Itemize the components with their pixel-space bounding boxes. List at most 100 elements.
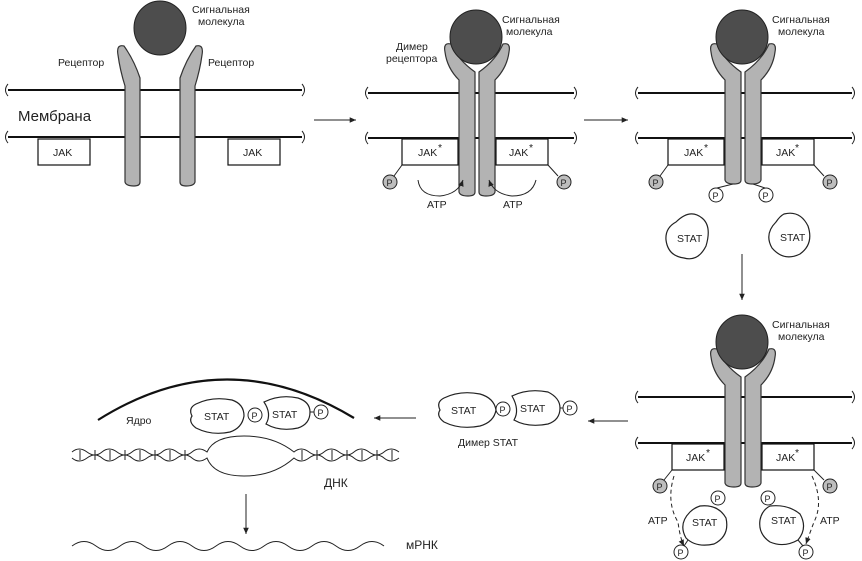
phosphate-label: P bbox=[763, 191, 769, 201]
phosphate-receptor-right bbox=[760, 490, 776, 506]
nucleus-phosphate-right bbox=[313, 404, 329, 420]
receptor-right bbox=[744, 43, 776, 185]
membrane-break-left-bottom bbox=[635, 131, 639, 145]
jak-box-right bbox=[227, 138, 281, 166]
jak-active-star-right: * bbox=[795, 447, 799, 459]
stat-protein-right bbox=[768, 212, 811, 258]
phosphate-label: P bbox=[653, 178, 659, 188]
phosphate-label: P bbox=[803, 548, 809, 558]
signal-molecule bbox=[449, 9, 503, 65]
phosphate-label: P bbox=[252, 411, 258, 421]
stat-protein-left bbox=[682, 505, 728, 546]
stat-dimer-label: Димер STAT bbox=[458, 437, 519, 449]
nucleus-group: Ядро STAT P STAT P ДНК bbox=[71, 378, 400, 490]
membrane-break-left-bottom bbox=[365, 131, 369, 145]
phosphate-link-left bbox=[659, 164, 669, 177]
receptor-dimer-label-line1: Димер bbox=[396, 41, 428, 53]
jak-box-left bbox=[667, 138, 725, 166]
jak-label-left: JAK bbox=[686, 452, 705, 464]
phosphate-label: P bbox=[715, 494, 721, 504]
phosphate-receptor-right bbox=[758, 187, 774, 203]
jak-active-star-right: * bbox=[529, 142, 533, 154]
phosphate-label: P bbox=[678, 548, 684, 558]
signal-molecule-label-line2: молекула bbox=[778, 26, 825, 38]
nuclear-envelope bbox=[97, 378, 355, 421]
membrane-break-right-top bbox=[851, 86, 855, 100]
stat-label-left: STAT bbox=[677, 233, 703, 245]
phosphate-jak-left bbox=[652, 478, 668, 494]
membrane-break-right-bottom bbox=[573, 131, 577, 145]
phosphate-link-right bbox=[547, 164, 559, 177]
phosphate-label: P bbox=[827, 482, 833, 492]
membrane-break-right-top bbox=[851, 390, 855, 404]
jak-box-left bbox=[671, 443, 725, 471]
jak-box-right bbox=[495, 138, 549, 166]
stat-dimer-phosphate-left bbox=[495, 401, 511, 417]
phosphate-label: P bbox=[765, 494, 771, 504]
jak-active-star-left: * bbox=[704, 142, 708, 154]
dna-base-pairs bbox=[79, 450, 393, 460]
phosphate-label: P bbox=[500, 405, 506, 415]
jak-box-right bbox=[761, 443, 815, 471]
panel-1-inactive-receptor: Мембрана Сигнальная молекула Рецептор Ре… bbox=[5, 0, 305, 187]
nucleus-stat-label-right: STAT bbox=[272, 409, 298, 421]
stat-dimer-phosphate-right bbox=[562, 400, 578, 416]
jak-label-left: JAK bbox=[418, 147, 437, 159]
stat-protein-left bbox=[665, 213, 709, 260]
membrane-break-left-bottom bbox=[635, 436, 639, 450]
phosphate-left bbox=[382, 174, 398, 190]
receptor-label-right: Рецептор bbox=[208, 57, 254, 69]
phosphate-link-receptor-left bbox=[716, 183, 734, 189]
phosphate-link-left bbox=[393, 164, 403, 177]
nucleus-stat-left bbox=[190, 398, 245, 434]
stat-dimer-protein-right bbox=[511, 390, 561, 426]
receptor-right bbox=[179, 45, 203, 187]
signal-molecule bbox=[133, 0, 187, 56]
phosphate-receptor-left bbox=[710, 490, 726, 506]
membrane-label: Мембрана bbox=[18, 108, 92, 125]
membrane-break-right-bottom bbox=[851, 131, 855, 145]
panel-4-stat-phosphorylation: Сигнальная молекула JAK * JAK * P P P P … bbox=[635, 314, 855, 560]
atp-label-right: ATP bbox=[820, 515, 840, 527]
phosphate-jak-right bbox=[822, 478, 838, 494]
signal-molecule-label-line2: молекула bbox=[778, 331, 825, 343]
phosphate-link-left bbox=[663, 469, 673, 481]
phosphate-label-right: P bbox=[561, 178, 567, 188]
stat-dimer-group: STAT P STAT P Димер STAT bbox=[438, 390, 578, 449]
phosphate-link-stat-left bbox=[683, 539, 689, 547]
receptor-right bbox=[744, 348, 776, 488]
membrane-break-left-top bbox=[635, 86, 639, 100]
stat-dimer-protein-left bbox=[438, 392, 497, 428]
signal-molecule-label-line2: молекула bbox=[198, 16, 245, 28]
phosphate-link-right bbox=[813, 469, 825, 481]
signal-molecule-label-line2: молекула bbox=[506, 26, 553, 38]
phosphate-label: P bbox=[657, 482, 663, 492]
stat-protein-right bbox=[759, 505, 805, 546]
membrane-break-right-bottom bbox=[301, 130, 305, 144]
signal-molecule bbox=[715, 314, 769, 370]
receptor-right bbox=[478, 43, 510, 197]
signal-molecule bbox=[715, 9, 769, 65]
membrane-break-left-top bbox=[635, 390, 639, 404]
signal-molecule-label-line1: Сигнальная bbox=[772, 14, 830, 26]
mrna-label: мРНК bbox=[406, 538, 438, 552]
phosphate-receptor-left bbox=[708, 187, 724, 203]
phosphate-link-receptor-right bbox=[752, 183, 766, 189]
dna-strand-bottom bbox=[71, 454, 400, 477]
jak-label-right: JAK bbox=[243, 147, 262, 159]
stat-label-left: STAT bbox=[692, 517, 718, 529]
receptor-left bbox=[117, 45, 141, 187]
panel-2-receptor-dimer: Димер рецептора Сигнальная молекула JAK … bbox=[365, 9, 577, 211]
atp-label-right: ATP bbox=[503, 199, 523, 211]
signal-molecule-label-line1: Сигнальная bbox=[192, 4, 250, 16]
nucleus-phosphate-left bbox=[247, 407, 263, 423]
jak-active-star-left: * bbox=[706, 447, 710, 459]
jak-label-right: JAK bbox=[776, 147, 795, 159]
receptor-label-left: Рецептор bbox=[58, 57, 104, 69]
stat-dimer-label-right: STAT bbox=[520, 403, 546, 415]
jak-box-right bbox=[761, 138, 815, 166]
membrane-break-right-bottom bbox=[851, 436, 855, 450]
phosphate-label: P bbox=[567, 404, 573, 414]
stat-dimer-label-left: STAT bbox=[451, 405, 477, 417]
